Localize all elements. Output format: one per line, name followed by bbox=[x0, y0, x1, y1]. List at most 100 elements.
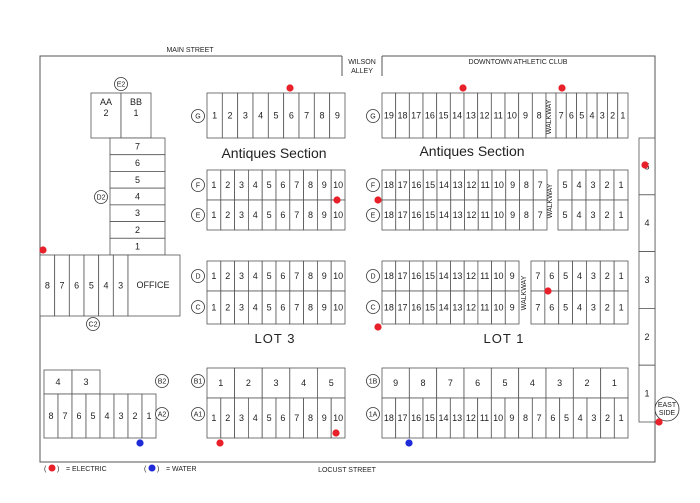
lot1-g-left-booth-number: 11 bbox=[493, 111, 502, 121]
lot1-g-right-booth-number: 3 bbox=[600, 111, 605, 121]
lot1-1b-booth-1[interactable] bbox=[600, 367, 629, 399]
lot1-g-left-booth-number: 12 bbox=[479, 111, 489, 121]
row-label-e-circle bbox=[191, 208, 205, 222]
aa-booth[interactable] bbox=[90, 92, 122, 139]
row-label-b1-text: B1 bbox=[194, 379, 203, 386]
lot1-c-left-booth-number: 11 bbox=[480, 303, 489, 313]
row-label-d-circle bbox=[191, 269, 205, 283]
row-label-c-text: C bbox=[195, 305, 200, 312]
lot1-f-left-booth-number: 18 bbox=[384, 180, 394, 190]
lot3-a1-booth-number: 4 bbox=[253, 413, 258, 423]
lot3-b1-booth-3[interactable] bbox=[261, 367, 291, 399]
lot1-g-right-booth-number: 2 bbox=[610, 111, 615, 121]
lot1-g-left-booth-number: 18 bbox=[397, 111, 407, 121]
lot3-b1-booth-1[interactable] bbox=[206, 367, 236, 399]
lot1-1a-booth-number: 10 bbox=[493, 413, 503, 423]
lot1-f-left-booth-number: 9 bbox=[510, 180, 515, 190]
row-label-d-lot1-text: D bbox=[370, 274, 375, 281]
lot1-1b-booth-7[interactable] bbox=[436, 367, 465, 399]
row-label-e-lot1-text: E bbox=[371, 213, 376, 220]
lot1-c-right-booth-1[interactable] bbox=[613, 290, 629, 325]
row-label-f-text: F bbox=[196, 183, 200, 190]
lot3-e-booth-number: 10 bbox=[333, 210, 343, 220]
electric-outlet-marker bbox=[39, 246, 47, 254]
legend-electric-close-paren: ) bbox=[57, 466, 59, 473]
lot1-1b-booth-3[interactable] bbox=[545, 367, 574, 399]
lot1-d-left-booth-number: 12 bbox=[466, 271, 476, 281]
lot1-e-left-booth-7[interactable] bbox=[532, 199, 548, 231]
electric-outlet-marker bbox=[332, 429, 340, 437]
row-label-a2-text: A2 bbox=[158, 412, 167, 419]
lot-1-label: LOT 1 bbox=[484, 331, 525, 346]
row-label-e-lot1-circle bbox=[366, 208, 380, 222]
row-label-g-text: G bbox=[195, 114, 200, 121]
east-booth-number: 3 bbox=[644, 275, 649, 285]
lot1-c-left-booth-number: 14 bbox=[439, 303, 449, 313]
lot3-c-booth-10[interactable] bbox=[330, 290, 346, 325]
lot3-c-booth-number: 2 bbox=[225, 303, 230, 313]
lot1-e-left-booth-number: 10 bbox=[494, 210, 504, 220]
lot-3-label: LOT 3 bbox=[255, 331, 296, 346]
lot3-c-booth-number: 1 bbox=[211, 303, 216, 313]
d2-booth-number: 3 bbox=[135, 208, 140, 218]
lot3-g-booth-number: 9 bbox=[335, 111, 340, 121]
aa-number: 2 bbox=[103, 108, 108, 118]
lot1-g-right-booth-number: 4 bbox=[589, 111, 594, 121]
lot1-1b-booth-5[interactable] bbox=[490, 367, 520, 399]
lot1-c-left-booth-number: 13 bbox=[452, 303, 462, 313]
lot1-c-right-booth-number: 3 bbox=[591, 303, 596, 313]
lot3-f-booth-number: 9 bbox=[322, 180, 327, 190]
east-side-label-2: SIDE bbox=[659, 410, 676, 417]
lot3-b1-booth-number: 3 bbox=[273, 378, 278, 388]
east-booth-1[interactable] bbox=[638, 364, 656, 423]
lot3-a1-booth-10[interactable] bbox=[330, 397, 346, 439]
lot3-c-booth-number: 6 bbox=[280, 303, 285, 313]
office-block[interactable] bbox=[127, 254, 181, 317]
legend-water-open-paren: ( bbox=[144, 466, 147, 473]
office-label: OFFICE bbox=[137, 280, 170, 290]
b2-top-booth-4[interactable] bbox=[43, 369, 73, 395]
row-label-e-text: E bbox=[196, 213, 201, 220]
lot3-d-booth-number: 7 bbox=[294, 271, 299, 281]
lot1-e-left-booth-number: 12 bbox=[466, 210, 476, 220]
lot3-b1-booth-5[interactable] bbox=[316, 367, 346, 399]
b2-top-booth-3[interactable] bbox=[71, 369, 101, 395]
d2-booth-number: 2 bbox=[135, 225, 140, 235]
lot1-c-left-booth-9[interactable] bbox=[504, 290, 520, 325]
row-label-d2-text: D2 bbox=[97, 195, 106, 202]
electric-outlet-marker bbox=[374, 323, 382, 331]
lot3-g-booth-9[interactable] bbox=[329, 92, 346, 139]
lot1-g-right-booth-number: 1 bbox=[620, 111, 625, 121]
lot1-f-right-booth-number: 2 bbox=[604, 180, 609, 190]
row-label-e2-circle bbox=[114, 77, 128, 91]
bb-booth[interactable] bbox=[120, 92, 152, 139]
electric-outlet-marker bbox=[459, 84, 467, 92]
lot1-1b-booth-8[interactable] bbox=[408, 367, 438, 399]
lot3-a1-booth-number: 5 bbox=[267, 413, 272, 423]
row-label-a1-circle bbox=[191, 407, 205, 421]
lot3-e-booth-number: 7 bbox=[294, 210, 299, 220]
lot3-b1-booth-number: 2 bbox=[246, 378, 251, 388]
lot1-1b-booth-number: 7 bbox=[448, 378, 453, 388]
lot1-g-right-booth-1[interactable] bbox=[617, 92, 629, 139]
legend-water-dot bbox=[148, 464, 156, 472]
lot3-g-booth-number: 7 bbox=[304, 111, 309, 121]
lot1-e-right-booth-1[interactable] bbox=[613, 199, 629, 231]
lot1-g-left-booth-number: 9 bbox=[523, 111, 528, 121]
lot1-f-right-booth-number: 4 bbox=[576, 180, 581, 190]
lot1-d-left-booth-number: 14 bbox=[439, 271, 449, 281]
row-label-c-lot1-circle bbox=[366, 300, 380, 314]
lot1-1a-booth-number: 15 bbox=[425, 413, 435, 423]
lot1-1a-booth-1[interactable] bbox=[613, 397, 629, 439]
d2-booth-number: 6 bbox=[135, 158, 140, 168]
lot3-f-booth-number: 1 bbox=[211, 180, 216, 190]
row-label-b2-circle bbox=[155, 374, 169, 388]
lot1-1a-booth-number: 11 bbox=[480, 413, 489, 423]
walkway-label-g: WALKWAY bbox=[546, 99, 553, 134]
lot1-g-left-booth-number: 10 bbox=[507, 111, 517, 121]
a2-booth-number: 3 bbox=[118, 411, 123, 421]
lot3-b1-booth-4[interactable] bbox=[289, 367, 318, 399]
lot3-d-booth-number: 10 bbox=[333, 271, 343, 281]
lot3-c-booth-number: 5 bbox=[267, 303, 272, 313]
lot3-g-booth-number: 6 bbox=[289, 111, 294, 121]
